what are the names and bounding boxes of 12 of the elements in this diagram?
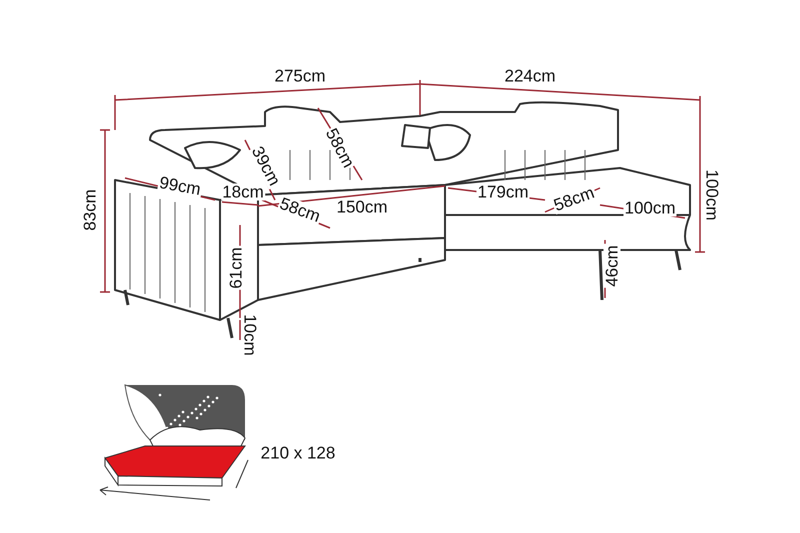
dimension-label: 61cm <box>228 246 244 290</box>
dimension-label: 83cm <box>82 188 98 232</box>
dimension-label: 46cm <box>604 244 620 288</box>
dimension-label: 10cm <box>242 313 258 357</box>
dimension-label: 18cm <box>221 184 265 200</box>
dimension-label: 275cm <box>273 68 327 84</box>
dimension-label: 100cm <box>704 168 720 222</box>
dimension-label: 179cm <box>476 184 530 200</box>
dimension-label: 150cm <box>335 198 389 216</box>
dimension-label: 210 x 128 <box>260 444 336 462</box>
dimension-label: 224cm <box>503 68 557 84</box>
dimension-label: 100cm <box>623 200 677 216</box>
